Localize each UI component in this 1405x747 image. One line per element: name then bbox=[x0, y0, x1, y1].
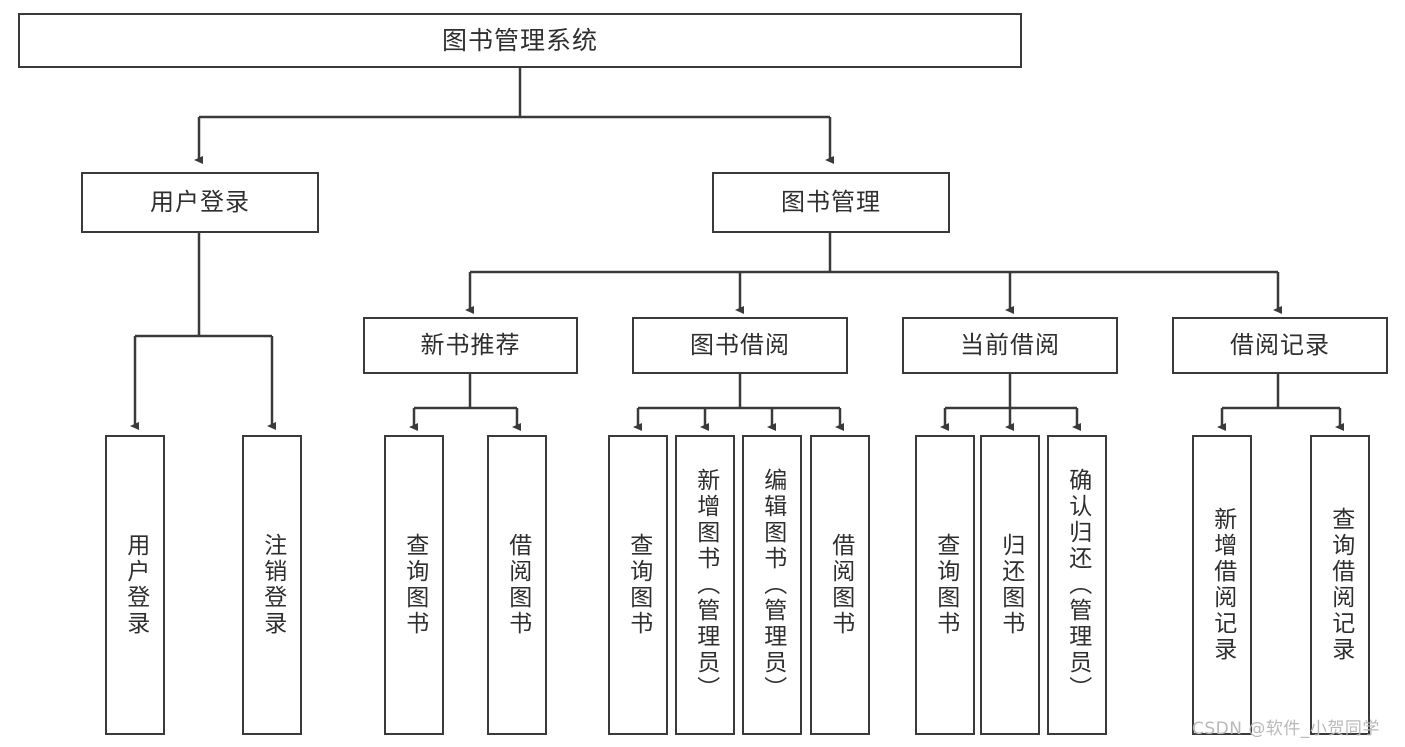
node-label: 查询图书 bbox=[401, 533, 428, 637]
node-label: 借阅图书 bbox=[504, 533, 531, 637]
node-label: 借阅记录 bbox=[1230, 331, 1330, 360]
leaf-current-borrow-confirm-return[interactable]: 确认归还（管理员） bbox=[1047, 435, 1107, 735]
node-label: 新增借阅记录 bbox=[1209, 507, 1236, 663]
node-user-login[interactable]: 用户登录 bbox=[81, 172, 319, 233]
node-label: 归还图书 bbox=[997, 533, 1024, 637]
node-label: 确认归还（管理员） bbox=[1064, 468, 1091, 702]
leaf-book-borrow-edit[interactable]: 编辑图书（管理员） bbox=[742, 435, 802, 735]
node-label: 图书管理系统 bbox=[441, 25, 598, 55]
leaf-borrow-record-add[interactable]: 新增借阅记录 bbox=[1192, 435, 1252, 735]
node-label: 查询图书 bbox=[932, 533, 959, 637]
node-label: 借阅图书 bbox=[827, 533, 854, 637]
csdn-watermark: CSDN @软件_小贺同学 bbox=[1192, 719, 1380, 739]
node-label: 新书推荐 bbox=[420, 331, 521, 360]
node-label: 用户登录 bbox=[150, 188, 250, 217]
node-label: 新增图书（管理员） bbox=[692, 468, 719, 702]
node-label: 编辑图书（管理员） bbox=[759, 468, 786, 702]
node-book-management[interactable]: 图书管理 bbox=[712, 172, 950, 233]
node-current-borrow[interactable]: 当前借阅 bbox=[902, 317, 1118, 374]
node-label: 用户登录 bbox=[122, 533, 149, 637]
node-label: 图书借阅 bbox=[690, 331, 790, 360]
leaf-new-book-borrow[interactable]: 借阅图书 bbox=[487, 435, 547, 735]
node-label: 查询借阅记录 bbox=[1327, 507, 1354, 663]
node-book-borrow[interactable]: 图书借阅 bbox=[632, 317, 848, 374]
leaf-new-book-query[interactable]: 查询图书 bbox=[384, 435, 444, 735]
leaf-borrow-record-query[interactable]: 查询借阅记录 bbox=[1310, 435, 1370, 735]
leaf-book-borrow-borrow[interactable]: 借阅图书 bbox=[810, 435, 870, 735]
leaf-current-borrow-query[interactable]: 查询图书 bbox=[915, 435, 975, 735]
node-label: 查询图书 bbox=[625, 533, 652, 637]
node-root-book-management-system[interactable]: 图书管理系统 bbox=[18, 13, 1022, 68]
leaf-book-borrow-query[interactable]: 查询图书 bbox=[608, 435, 668, 735]
node-label: 注销登录 bbox=[259, 533, 286, 637]
leaf-user-login-logout[interactable]: 注销登录 bbox=[242, 435, 302, 735]
node-borrow-record[interactable]: 借阅记录 bbox=[1172, 317, 1388, 374]
leaf-current-borrow-return[interactable]: 归还图书 bbox=[980, 435, 1040, 735]
leaf-book-borrow-add[interactable]: 新增图书（管理员） bbox=[675, 435, 735, 735]
leaf-user-login-login[interactable]: 用户登录 bbox=[105, 435, 165, 735]
node-new-book-recommend[interactable]: 新书推荐 bbox=[363, 317, 578, 374]
node-label: 图书管理 bbox=[781, 188, 881, 217]
node-label: 当前借阅 bbox=[960, 331, 1060, 360]
